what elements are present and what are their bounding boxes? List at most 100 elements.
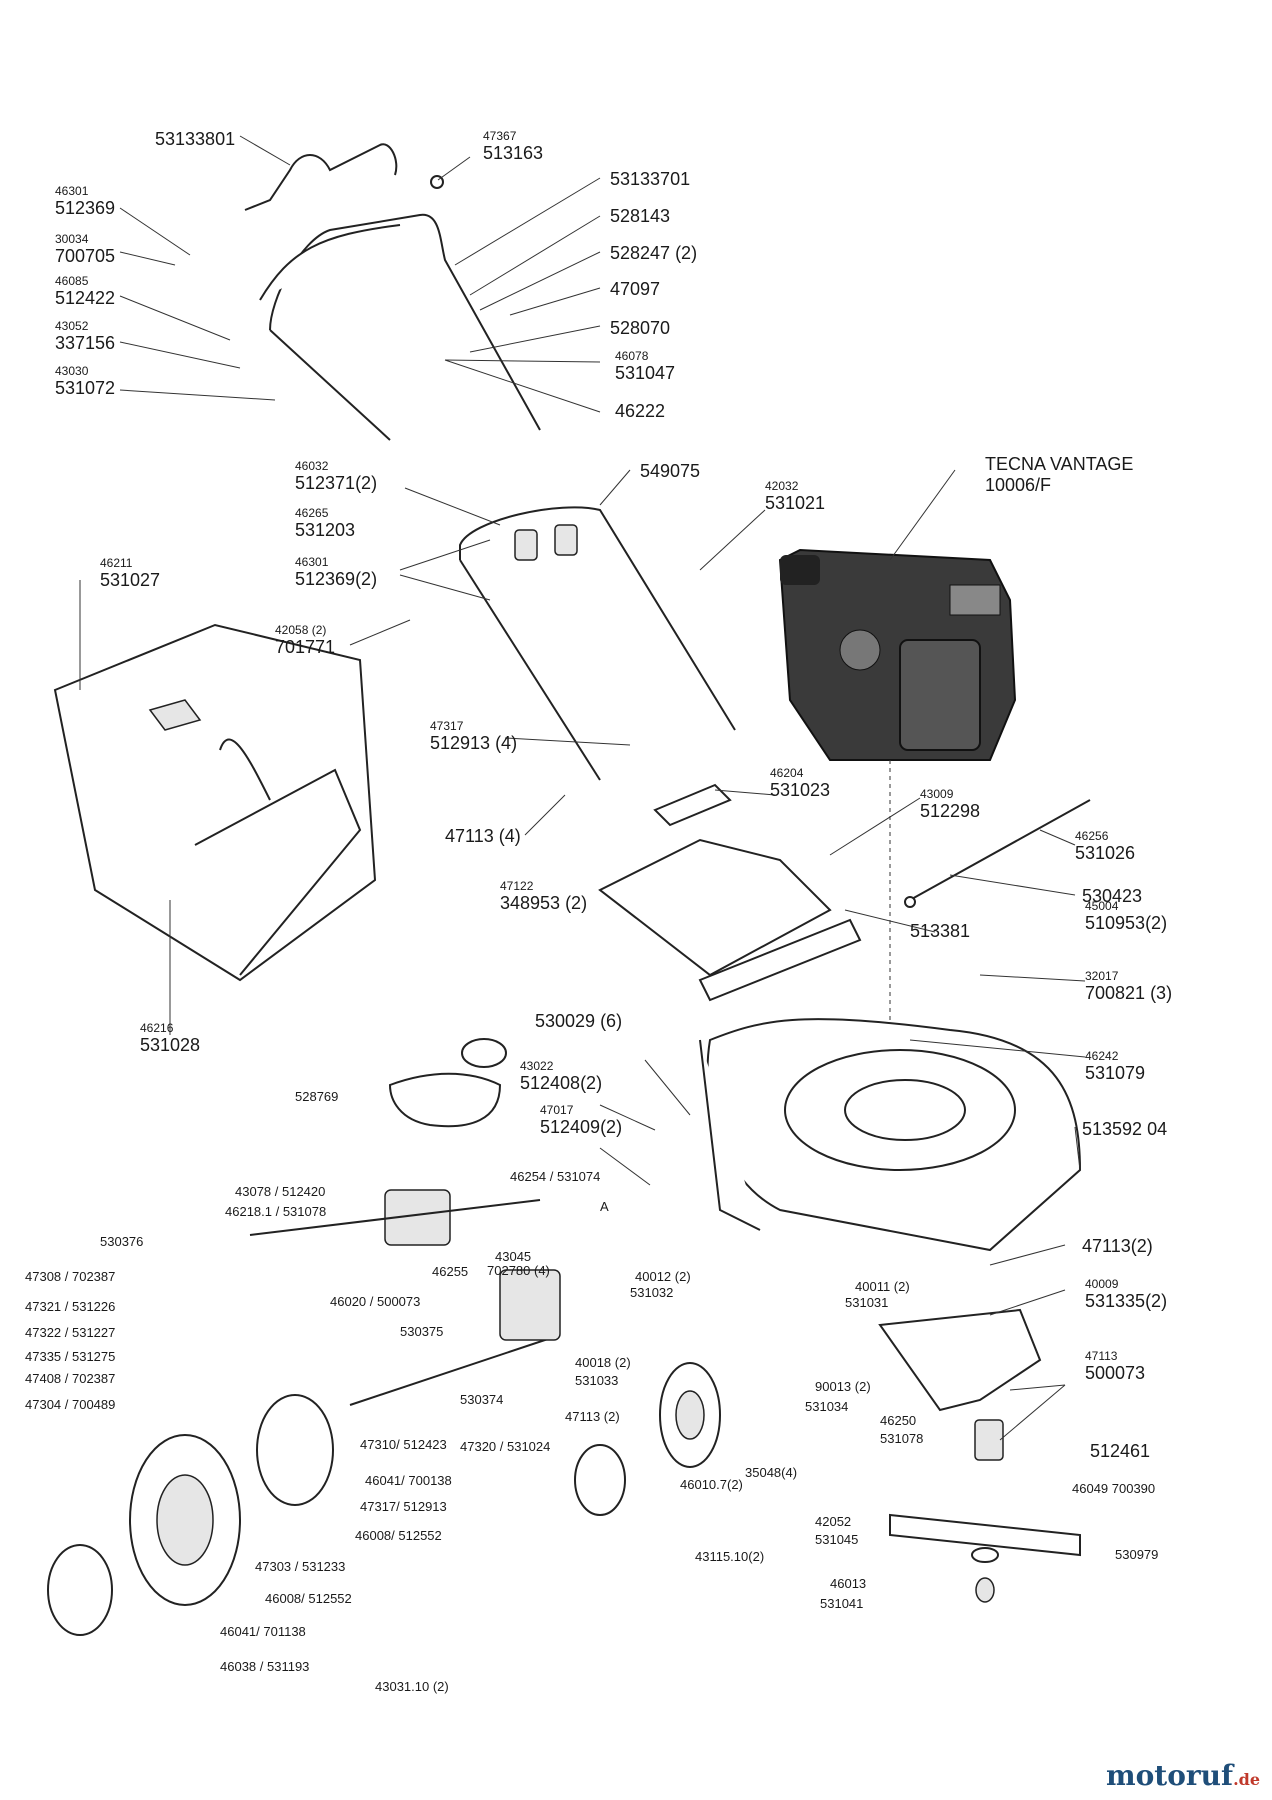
part-label-inline: 531031	[845, 1295, 889, 1310]
part-number: 531203	[295, 520, 356, 540]
part-number: 531026	[1075, 843, 1136, 863]
engine-title: TECNA VANTAGE	[985, 454, 1134, 474]
part-label-inline: 47317/ 512913	[360, 1499, 447, 1514]
part-label-small: 43030	[55, 364, 89, 378]
part-label-small: 43009	[920, 787, 954, 801]
part-label-inline: 531034	[805, 1399, 849, 1414]
part-label: 528143	[610, 205, 670, 225]
part-label: 47097	[610, 278, 660, 298]
part-label-small: 47113	[1085, 1349, 1118, 1363]
part-label: 47113 (4)	[445, 825, 521, 845]
part-label-small: 43052	[55, 319, 89, 333]
part-number: 513381	[910, 921, 971, 941]
part-label-inline: 47308 / 702387	[25, 1269, 116, 1284]
part-number: 512371(2)	[295, 473, 378, 493]
part-label-inline: 42052	[815, 1514, 852, 1529]
part-label-inline: 46250	[880, 1413, 917, 1428]
upper-handle-drawing	[244, 143, 541, 441]
part-label-small: 46085	[55, 274, 89, 288]
part-label-small: 46242	[1085, 1049, 1119, 1063]
part-label-inline: 530376	[100, 1234, 144, 1249]
part-number: 512409(2)	[540, 1117, 623, 1137]
part-label-inline: 46020 / 500073	[330, 1294, 421, 1309]
lower-handle-drawing	[459, 506, 736, 781]
part-number: 528247 (2)	[610, 243, 698, 263]
part-label-small: 46078	[615, 349, 649, 363]
part-number: 348953 (2)	[500, 893, 588, 913]
part-label-inline: 40018 (2)	[575, 1355, 631, 1370]
part-label-inline: 35048(4)	[745, 1465, 798, 1480]
part-label-small: 46265	[295, 506, 329, 520]
part-number: 46222	[615, 401, 666, 421]
part-label-inline: 531033	[575, 1373, 619, 1388]
part-number: 700705	[55, 246, 116, 266]
engine-drawing	[778, 548, 1017, 761]
part-label: 513592 04	[1082, 1118, 1167, 1138]
part-label-small: 32017	[1085, 969, 1119, 983]
part-label: 528070	[610, 317, 670, 337]
part-number: 512408(2)	[520, 1073, 603, 1093]
mower-deck-drawing	[699, 1018, 1082, 1252]
watermark-logo: motoruf.de	[1105, 1759, 1260, 1792]
part-number: 500073	[1085, 1363, 1146, 1383]
part-number: 513163	[483, 143, 544, 163]
part-number: 47113(2)	[1082, 1236, 1153, 1256]
part-label-inline: 47113 (2)	[565, 1409, 620, 1424]
front-wheel-drawing	[574, 1362, 721, 1516]
part-number: 531335(2)	[1085, 1291, 1168, 1311]
part-label-small: 46204	[770, 766, 804, 780]
part-number: 549075	[640, 461, 701, 481]
part-label-inline: 702780 (4)	[487, 1263, 550, 1278]
part-label-inline: 46010.7(2)	[680, 1477, 743, 1492]
part-label-small: 46301	[295, 555, 329, 569]
part-number: 700821 (3)	[1085, 983, 1173, 1003]
part-label-inline: 40011 (2)	[855, 1279, 910, 1294]
part-number: 512913 (4)	[430, 733, 518, 753]
part-number: 512461	[1090, 1441, 1151, 1461]
part-number: 530423	[1082, 886, 1143, 906]
part-number: 531079	[1085, 1063, 1146, 1083]
part-label-inline: 46013	[830, 1576, 867, 1591]
gearbox-drawing	[249, 1038, 561, 1406]
part-label-inline: 47320 / 531024	[460, 1439, 551, 1454]
part-label-inline: 46255	[432, 1264, 469, 1279]
part-label-small: 42032	[765, 479, 799, 493]
part-label: 549075	[640, 460, 700, 480]
part-label: 530029 (6)	[535, 1010, 622, 1030]
part-number: 512422	[55, 288, 116, 308]
engine-model-label: TECNA VANTAGE 10006/F	[985, 455, 1133, 494]
part-label-inline: 43115.10(2)	[695, 1549, 765, 1564]
part-number: 53133801	[155, 129, 236, 149]
part-label-inline: A	[600, 1199, 609, 1214]
part-label-small: 46256	[1075, 829, 1109, 843]
part-label-inline: 43078 / 512420	[235, 1184, 326, 1199]
part-label-inline: 530979	[1115, 1547, 1159, 1562]
part-label: 530423	[1082, 885, 1142, 905]
part-number: 528143	[610, 206, 671, 226]
engine-code: 10006/F	[985, 475, 1052, 495]
part-label-small: 42058 (2)	[275, 623, 327, 637]
part-label-inline: 47304 / 700489	[25, 1397, 116, 1412]
part-number: 531021	[765, 493, 826, 513]
part-label-inline: 46254 / 531074	[510, 1169, 601, 1184]
part-number: 53133701	[610, 169, 691, 189]
part-label-small: 30034	[55, 232, 89, 246]
blade-drawing	[878, 1308, 1081, 1603]
part-number: 530029 (6)	[535, 1011, 623, 1031]
part-number: 512298	[920, 801, 981, 821]
